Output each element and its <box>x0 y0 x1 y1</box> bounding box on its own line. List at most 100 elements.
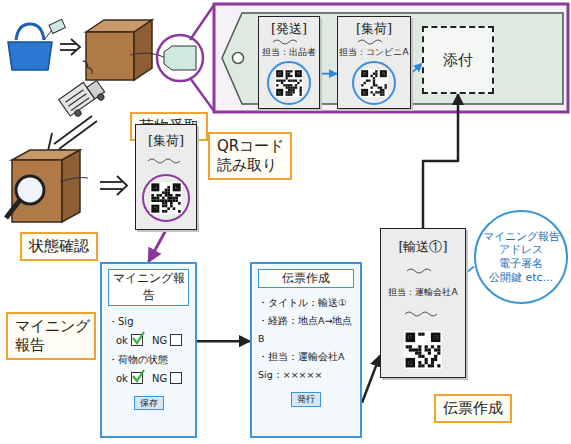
qr-module <box>382 94 384 96</box>
connector <box>362 356 380 403</box>
squiggle <box>403 267 443 275</box>
qr-module <box>157 197 160 200</box>
qr-module <box>382 89 384 91</box>
qr-module <box>286 75 288 77</box>
qr-module <box>162 197 165 200</box>
qr-code <box>404 331 442 369</box>
qr-module <box>165 202 168 205</box>
qr-code <box>275 69 303 97</box>
slip-form: 伝票作成・タイトル：輸送①・経路：地点A→地点B・担当：運輸会社ASig：×××… <box>250 262 362 438</box>
squiggle-line <box>148 159 180 163</box>
flow-arrow <box>100 176 127 195</box>
qr-module <box>373 77 375 79</box>
qr-module <box>286 84 288 86</box>
qr-finder <box>175 186 178 189</box>
check-mark <box>131 369 145 383</box>
check-row: okNG <box>108 369 189 388</box>
node-text: ・担当：運輸会社A <box>258 348 354 366</box>
qr-module <box>295 87 297 89</box>
qr-module <box>409 345 412 348</box>
qr-module <box>380 94 382 96</box>
parcel-box <box>86 20 203 81</box>
qr-module <box>290 94 292 96</box>
qr-module <box>300 80 302 82</box>
step-label: 伝票作成 <box>434 394 512 423</box>
qr-module <box>276 80 278 82</box>
node-text: マイニング報告 <box>108 269 189 306</box>
qr-module <box>373 94 375 96</box>
qr-module <box>425 357 428 360</box>
qr-module <box>361 84 363 86</box>
qr-module <box>286 77 288 79</box>
qr-module <box>151 194 154 197</box>
qr-module <box>373 82 375 84</box>
qr-module <box>371 87 373 89</box>
node-text: QRコード 読み取り <box>217 137 283 175</box>
qr-module <box>281 82 283 84</box>
qr-finder <box>154 186 157 189</box>
qr-module <box>425 348 428 351</box>
check-mark <box>133 332 144 343</box>
squiggle-line <box>403 267 443 275</box>
form-button: 保存 <box>134 396 164 411</box>
qr-wrap <box>404 331 442 369</box>
qr-module <box>162 192 165 195</box>
connector <box>320 73 337 75</box>
qr-module <box>159 200 162 203</box>
squiggle-line <box>407 269 431 273</box>
qr-module <box>288 87 290 89</box>
qr-module <box>173 200 176 203</box>
node-text: ・タイトル：輸送① <box>258 294 354 312</box>
squiggle <box>403 310 443 318</box>
qr-module <box>288 94 290 96</box>
checkbox <box>170 334 182 346</box>
qr-finder <box>407 359 413 365</box>
check-mark <box>133 370 144 381</box>
qr-module <box>170 202 173 205</box>
qr-module <box>378 91 380 93</box>
qr-finder <box>434 335 437 338</box>
connector <box>411 63 422 73</box>
node-text: NG <box>152 369 167 388</box>
qr-finder <box>362 90 367 95</box>
node-text: 保存 <box>140 397 158 410</box>
node-text: 添付 <box>443 51 473 70</box>
qr-module <box>162 200 165 203</box>
qr-module <box>380 89 382 91</box>
qr-module <box>295 84 297 86</box>
qr-module <box>290 87 292 89</box>
qr-module <box>428 351 431 354</box>
qr-module <box>165 192 168 195</box>
checkbox <box>170 372 182 384</box>
qr-module <box>366 80 368 82</box>
qr-module <box>154 197 157 200</box>
qr-module <box>293 80 295 82</box>
qr-wrap <box>352 61 396 105</box>
qr-module <box>434 354 437 357</box>
qr-finder <box>409 361 412 364</box>
checkbox <box>131 372 143 384</box>
qr-module <box>373 73 375 75</box>
step-label: 状態確認 <box>20 232 98 261</box>
squiggle-line <box>269 38 309 46</box>
qr-module <box>170 200 173 203</box>
qr-module <box>288 70 290 72</box>
node-text: マイニング 報告 <box>15 317 87 355</box>
step-label: QRコード 読み取り <box>208 132 292 180</box>
qr-module <box>437 364 440 367</box>
qr-module <box>170 197 173 200</box>
qr-module <box>288 89 290 91</box>
qr-module <box>167 189 170 192</box>
qr-module <box>165 210 168 213</box>
qr-module <box>368 80 370 82</box>
qr-module <box>165 200 168 203</box>
qr-wrap <box>267 61 311 105</box>
qr-module <box>300 87 302 89</box>
qr-module <box>371 91 373 93</box>
node-text: ・荷物の状態 <box>108 350 189 369</box>
qr-module <box>290 89 292 91</box>
qr-module <box>157 194 160 197</box>
qr-finder <box>154 208 157 211</box>
qr-module <box>167 194 170 197</box>
